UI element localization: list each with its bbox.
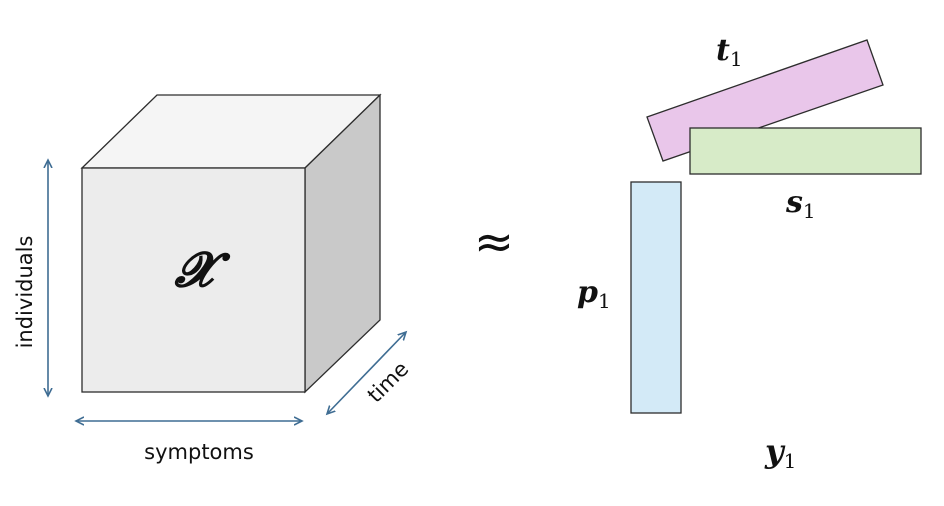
factor-s-label: s1 (785, 185, 816, 223)
factor-p-subscript: 1 (598, 289, 611, 313)
tensor-cube: 𝓧 (80, 93, 382, 394)
factor-p-symbol: p (577, 275, 598, 310)
component-y-subscript: 1 (784, 449, 797, 473)
factor-t-symbol: t (716, 33, 730, 68)
factor-t-subscript: 1 (730, 47, 743, 71)
factor-s: s1 (689, 127, 922, 223)
axis-symptoms: symptoms (76, 421, 302, 464)
factor-t-label: t1 (716, 33, 743, 71)
approx-symbol: ≈ (474, 214, 514, 270)
factor-s-symbol: s (785, 185, 803, 220)
factor-s-subscript: 1 (803, 199, 816, 223)
component-y-symbol: y (764, 432, 786, 470)
time-arrow (327, 332, 406, 414)
time-label: time (363, 357, 414, 408)
cube-front-face (81, 167, 306, 393)
factor-p-bar (630, 181, 682, 414)
component-y-label: y1 (764, 432, 796, 473)
factor-s-bar (689, 127, 922, 175)
factor-p: p1 (577, 181, 682, 414)
axis-individuals: individuals (13, 160, 48, 396)
individuals-label: individuals (13, 236, 37, 349)
factor-p-label: p1 (577, 275, 611, 313)
symptoms-label: symptoms (144, 440, 254, 464)
